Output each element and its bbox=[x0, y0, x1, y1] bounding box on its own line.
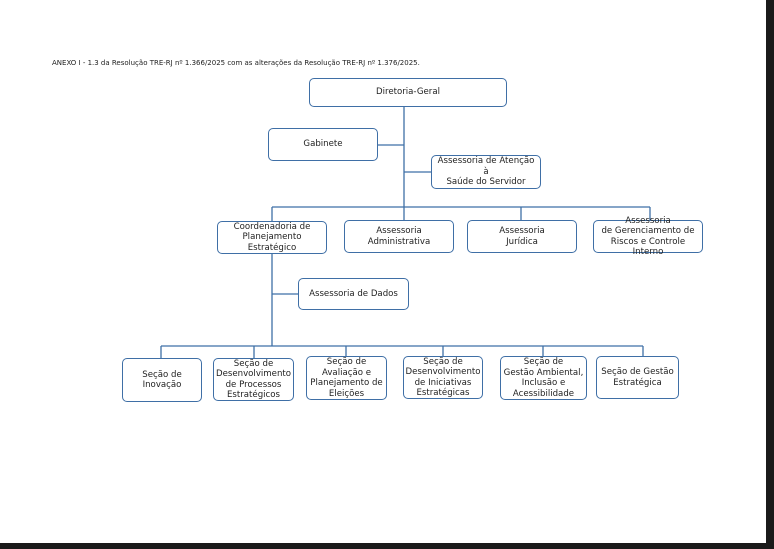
node-secao-ambiental: Seção de Gestão Ambiental, Inclusão e Ac… bbox=[500, 356, 587, 400]
node-secao-inovacao: Seção de Inovação bbox=[122, 358, 202, 402]
connector-lines bbox=[160, 107, 651, 358]
node-secao-eleicoes: Seção de Avaliação e Planejamento de Ele… bbox=[306, 356, 387, 400]
node-gabinete: Gabinete bbox=[268, 128, 378, 161]
node-assessoria-riscos: Assessoria de Gerenciamento de Riscos e … bbox=[593, 216, 703, 257]
node-secao-processos: Seção de Desenvolvimento de Processos Es… bbox=[213, 358, 294, 401]
node-secao-iniciativas: Seção de Desenvolvimento de Iniciativas … bbox=[403, 356, 483, 399]
document-page: ANEXO I - 1.3 da Resolução TRE-RJ nº 1.3… bbox=[0, 0, 766, 543]
node-assessoria-administrativa: Assessoria Administrativa bbox=[344, 220, 454, 253]
header-note: ANEXO I - 1.3 da Resolução TRE-RJ nº 1.3… bbox=[52, 59, 420, 67]
node-secao-gestao: Seção de Gestão Estratégica bbox=[596, 356, 679, 399]
node-assessoria-dados: Assessoria de Dados bbox=[298, 278, 409, 310]
node-assessoria-juridica: Assessoria Jurídica bbox=[467, 220, 577, 253]
window-edge-right bbox=[766, 0, 774, 549]
node-diretoria-geral: Diretoria-Geral bbox=[309, 78, 507, 107]
node-coordenadoria-planejamento: Coordenadoria de Planejamento Estratégic… bbox=[217, 221, 327, 254]
window-edge-bottom bbox=[0, 543, 774, 549]
node-assessoria-saude: Assessoria de Atenção à Saúde do Servido… bbox=[431, 155, 541, 189]
